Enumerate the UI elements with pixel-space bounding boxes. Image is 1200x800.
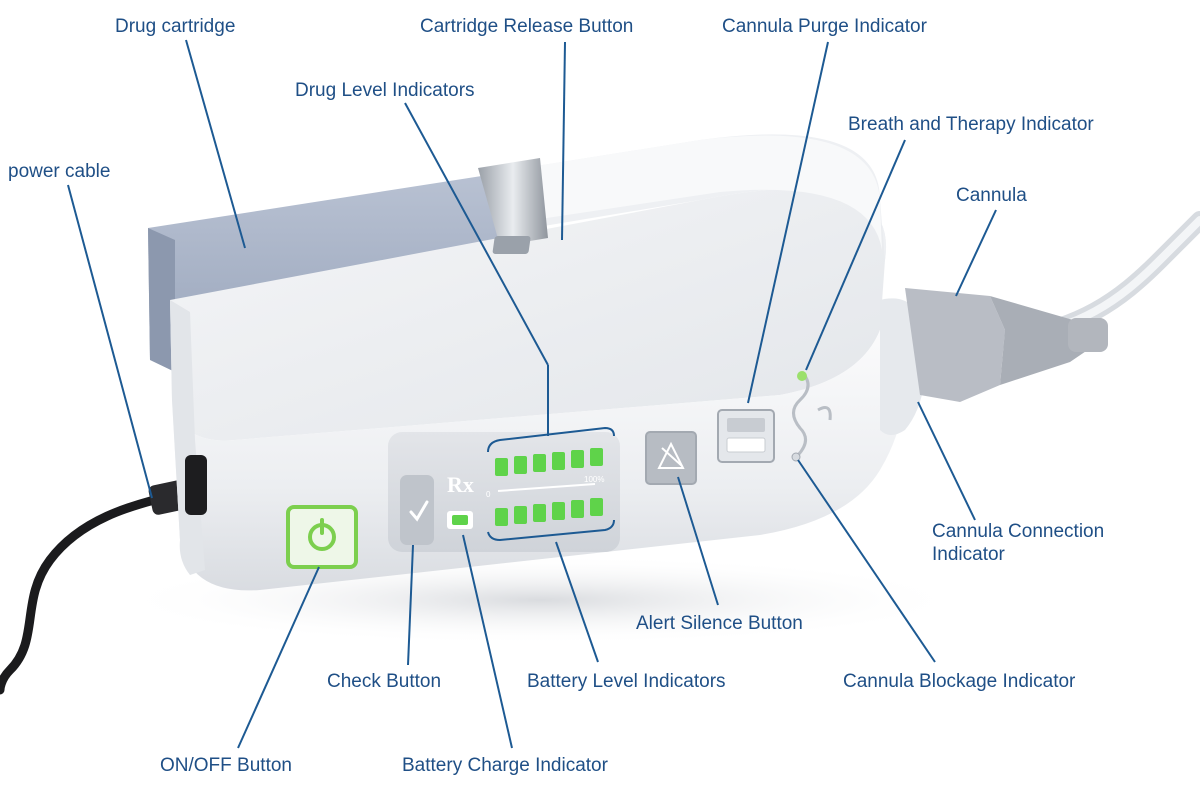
label-on-off-button: ON/OFF Button [160, 755, 292, 776]
label-battery-charge-indicator: Battery Charge Indicator [402, 755, 608, 776]
label-cannula: Cannula [956, 185, 1027, 206]
cannula-connector [905, 288, 1005, 402]
battery-level-leds [495, 498, 603, 526]
power-cable-wire [0, 490, 180, 695]
power-socket [185, 455, 207, 515]
label-check-button: Check Button [327, 671, 442, 692]
label-cannula-purge-indicator: Cannula Purge Indicator [722, 16, 927, 37]
cannula-blockage-led [791, 452, 801, 462]
label-battery-level-indicators: Battery Level Indicators [527, 671, 726, 692]
label-breath-therapy-indicator: Breath and Therapy Indicator [848, 114, 1094, 135]
label-power-cable: power cable [8, 161, 111, 182]
cartridge-release-button [478, 158, 548, 246]
housing-top [170, 188, 887, 441]
label-drug-cartridge: Drug cartridge [115, 16, 236, 37]
alert-silence-button [645, 431, 697, 485]
cannula-purge-button [717, 409, 775, 463]
rx-symbol: Rx [447, 472, 474, 497]
label-cartridge-release-button: Cartridge Release Button [420, 16, 634, 37]
cannula-status-graphic [792, 370, 810, 457]
drug-level-leds [495, 448, 603, 476]
label-cannula-blockage-indicator: Cannula Blockage Indicator [843, 671, 1076, 692]
scale-min: 0 [486, 490, 491, 499]
scale-max: 100% [584, 475, 604, 484]
label-cannula-connection-indicator: Cannula Connection Indicator [932, 521, 1105, 565]
check-button [400, 475, 434, 545]
label-drug-level-indicators: Drug Level Indicators [295, 80, 475, 101]
on-off-button [286, 505, 358, 569]
breath-therapy-led [797, 371, 807, 381]
label-alert-silence-button: Alert Silence Button [636, 613, 803, 634]
leader-lines [67, 39, 997, 749]
